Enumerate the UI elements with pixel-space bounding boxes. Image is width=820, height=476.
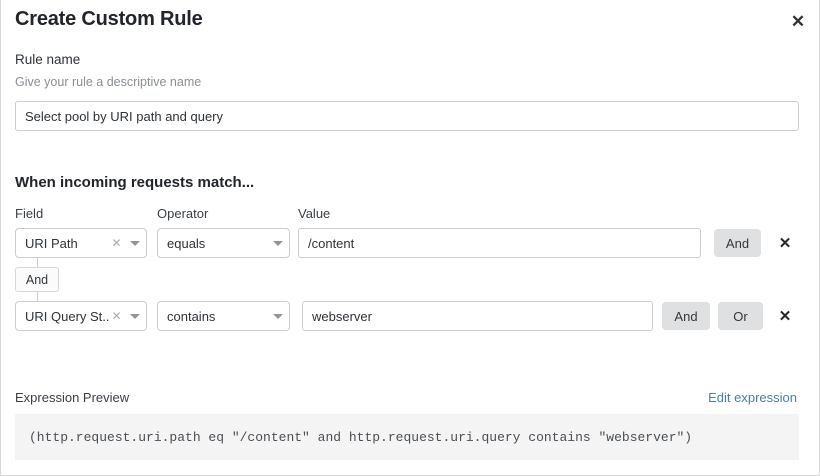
- close-icon[interactable]: ✕: [790, 11, 806, 31]
- value-input-row-1[interactable]: [298, 228, 701, 258]
- field-select-row-2[interactable]: URI Query St... ✕: [15, 301, 147, 331]
- delete-condition-row-1[interactable]: ✕: [778, 234, 792, 252]
- edit-expression-link[interactable]: Edit expression: [708, 390, 797, 405]
- value-input-row-2[interactable]: [302, 301, 653, 331]
- operator-select-row-2[interactable]: contains: [157, 301, 290, 331]
- chevron-down-icon-field-row-1[interactable]: [124, 240, 146, 246]
- chevron-down-icon-operator-row-1[interactable]: [267, 240, 289, 246]
- chevron-down-icon-field-row-2[interactable]: [124, 313, 146, 319]
- conditions-heading: When incoming requests match...: [15, 174, 255, 191]
- rule-name-label: Rule name: [15, 52, 81, 67]
- operator-select-value-row-1: equals: [167, 235, 206, 251]
- field-select-row-1[interactable]: URI Path ✕: [15, 228, 147, 258]
- field-select-value-row-2: URI Query St...: [25, 308, 109, 324]
- connector-and-badge[interactable]: And: [15, 267, 59, 292]
- expression-preview-code: (http.request.uri.path eq "/content" and…: [15, 414, 799, 460]
- operator-select-row-1[interactable]: equals: [157, 228, 290, 258]
- column-header-field: Field: [15, 206, 44, 221]
- or-button-row-2[interactable]: Or: [718, 302, 763, 330]
- rule-name-hint: Give your rule a descriptive name: [15, 75, 202, 89]
- clear-icon-field-row-1[interactable]: ✕: [111, 236, 122, 250]
- operator-select-value-row-2: contains: [167, 308, 216, 324]
- expression-preview-label: Expression Preview: [15, 390, 130, 405]
- column-header-operator: Operator: [157, 206, 209, 221]
- and-button-row-2[interactable]: And: [662, 302, 710, 330]
- chevron-down-icon-operator-row-2[interactable]: [267, 313, 289, 319]
- connector-line-top: [37, 258, 38, 268]
- field-select-value-row-1: URI Path: [25, 235, 78, 251]
- delete-condition-row-2[interactable]: ✕: [778, 307, 792, 325]
- dialog-title: Create Custom Rule: [15, 8, 203, 30]
- rule-name-input[interactable]: [15, 101, 799, 131]
- connector-line-bottom: [37, 291, 38, 302]
- and-button-row-1[interactable]: And: [714, 229, 761, 257]
- clear-icon-field-row-2[interactable]: ✕: [111, 309, 122, 323]
- column-header-value: Value: [298, 206, 331, 221]
